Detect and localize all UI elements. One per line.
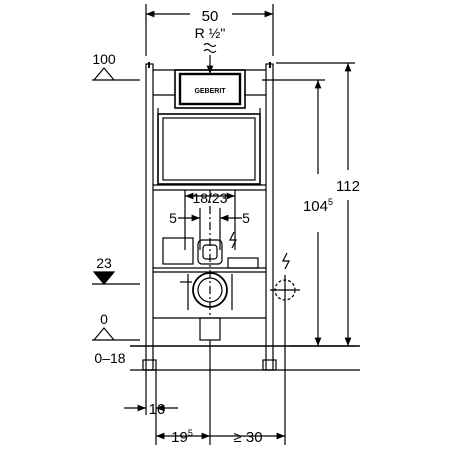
drain-spacing-label: 18/23 bbox=[192, 190, 227, 206]
floor-line bbox=[130, 345, 360, 371]
floor-range-label: 0–18 bbox=[94, 350, 125, 366]
offset-dimensions bbox=[178, 208, 242, 250]
level-mid-label: 23 bbox=[96, 255, 112, 271]
height-frame-label: 1045 bbox=[303, 197, 333, 215]
height-frame-superscript: 5 bbox=[328, 197, 333, 207]
level-floor-label: 0 bbox=[100, 311, 108, 327]
actuator-plate bbox=[174, 69, 246, 109]
wall-offset-superscript: 5 bbox=[188, 428, 193, 438]
connection-fittings bbox=[153, 237, 266, 273]
wall-offset-label: 195 bbox=[171, 428, 193, 446]
height-total-label: 112 bbox=[336, 178, 360, 195]
offset-left-label: 5 bbox=[169, 210, 177, 226]
drain-pipe bbox=[180, 272, 233, 341]
height-dimensions bbox=[262, 62, 355, 347]
level-top-label: 100 bbox=[92, 51, 116, 67]
frame-width-label: 50 bbox=[202, 8, 219, 25]
brand-logo: GEBERIT bbox=[194, 88, 226, 95]
width-dimension bbox=[145, 4, 274, 56]
connection-label: R ½" bbox=[195, 25, 226, 41]
power-icon bbox=[229, 231, 290, 270]
water-supply-icon bbox=[203, 42, 217, 74]
socket-icon bbox=[270, 275, 300, 305]
offset-right-label: 5 bbox=[242, 210, 250, 226]
foot-width-label: 10 bbox=[149, 401, 166, 418]
min-clearance-label: ≥ 30 bbox=[233, 429, 262, 446]
cistern bbox=[157, 108, 261, 185]
level-markers bbox=[92, 67, 140, 341]
bottom-dimensions bbox=[124, 305, 286, 445]
